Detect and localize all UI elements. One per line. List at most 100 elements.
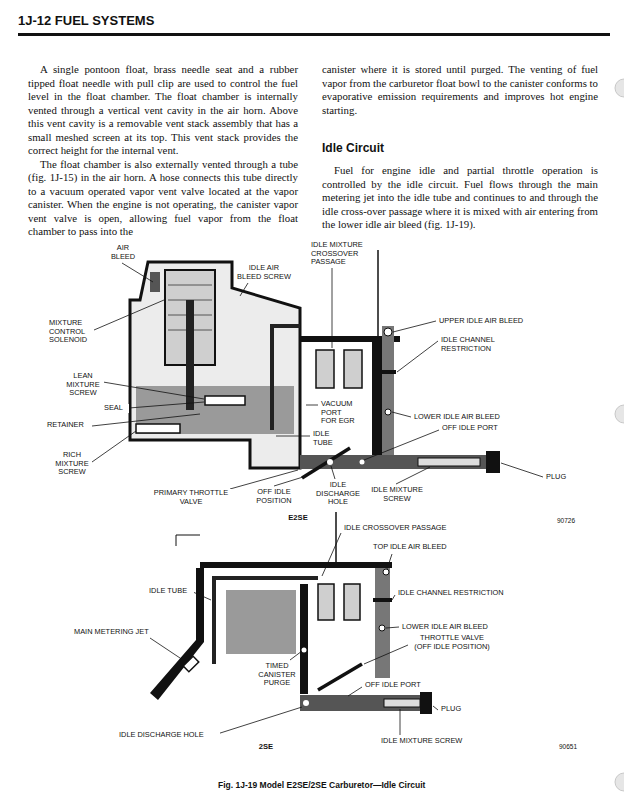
carburetor-e2se <box>377 250 379 336</box>
figure-caption: Fig. 1J-19 Model E2SE/2SE Carburetor—Idl… <box>218 780 425 790</box>
callout-label: LEAN MIXTURE SCREW <box>62 372 104 398</box>
callout-label: MIXTURE CONTROL SOLENOID <box>48 319 94 345</box>
leader-line <box>150 638 186 662</box>
carburetor-2se <box>335 512 337 562</box>
carburetor-e2se <box>385 409 391 415</box>
carburetor-2se <box>383 569 389 575</box>
leader-line <box>122 263 153 282</box>
callout-label: SEAL <box>103 404 129 413</box>
leader-line <box>290 651 302 660</box>
callout-label: OFF IDLE POSITION <box>251 488 297 505</box>
leader-line <box>331 466 335 479</box>
carburetor-e2se <box>372 342 382 468</box>
leader-line <box>276 436 310 437</box>
callout-label: IDLE CHANNEL RESTRICTION <box>440 336 500 353</box>
leader-line <box>92 431 136 462</box>
carburetor-2se <box>318 664 362 690</box>
figure-number: 90651 <box>558 743 596 751</box>
carburetor-e2se <box>272 326 300 430</box>
callout-label: PLUG <box>545 473 573 482</box>
carburetor-e2se <box>150 272 160 292</box>
carburetor-2se <box>300 695 425 711</box>
callout-label: RICH MIXTURE SCREW <box>52 451 92 477</box>
callout-label: IDLE CHANNEL RESTRICTION <box>397 589 519 598</box>
body-paragraph: Fuel for engine idle and partial throttl… <box>322 164 598 232</box>
leader-line <box>214 707 302 735</box>
carburetor-2se <box>183 656 199 672</box>
leader-line <box>393 321 436 332</box>
leader-line <box>386 627 399 628</box>
callout-label: AIR BLEED <box>106 244 140 261</box>
carburetor-2se <box>176 535 200 546</box>
carburetor-2se <box>226 590 296 654</box>
model-label: E2SE <box>282 514 314 523</box>
body-paragraph: canister where it is stored until purged… <box>322 63 598 117</box>
carburetor-2se <box>200 562 392 568</box>
leader-line <box>230 470 298 489</box>
carburetor-2se <box>302 648 307 653</box>
callout-label: IDLE DISCHARGE HOLE <box>312 481 364 507</box>
callout-label: LOWER IDLE AIR BLEED <box>401 623 503 632</box>
leader-line <box>322 533 341 576</box>
binder-hole <box>615 773 624 791</box>
carburetor-e2se <box>384 328 392 336</box>
model-label: 2SE <box>250 743 282 752</box>
carburetor-e2se <box>382 326 394 458</box>
carburetor-2se <box>379 625 385 631</box>
leader-line <box>129 402 204 408</box>
carburetor-e2se <box>186 300 194 410</box>
leader-line <box>364 430 439 460</box>
section-heading: Idle Circuit <box>322 141 598 155</box>
callout-label: IDLE TUBE <box>312 430 340 447</box>
callout-label: THROTTLE VALVE (OFF IDLE POSITION) <box>410 634 494 651</box>
header-rule <box>18 33 610 36</box>
leader-line <box>348 687 362 696</box>
carburetor-e2se <box>327 459 333 465</box>
carburetor-e2se <box>130 262 300 468</box>
leader-line <box>387 554 392 569</box>
carburetor-e2se <box>344 350 362 388</box>
leader-line <box>103 382 204 399</box>
callout-label: LOWER IDLE AIR BLEED <box>413 413 515 422</box>
callout-label: PLUG <box>440 705 468 714</box>
callout-label: IDLE TUBE <box>148 587 194 596</box>
leader-line <box>274 477 303 486</box>
carburetor-2se <box>303 700 309 706</box>
body-paragraph: The float chamber is also externally ven… <box>28 158 298 239</box>
leader-line <box>364 645 408 664</box>
carburetor-2se <box>318 584 334 620</box>
callout-label: IDLE AIR BLEED SCREW <box>236 264 292 281</box>
carburetor-e2se <box>316 350 334 388</box>
carburetor-2se <box>344 584 360 620</box>
callout-label: IDLE DISCHARGE HOLE <box>118 731 220 740</box>
callout-label: IDLE MIXTURE SCREW <box>380 737 482 746</box>
leader-line <box>332 268 333 348</box>
callout-label: TIMED CANISTER PURGE <box>254 662 300 688</box>
carburetor-2se <box>300 584 308 694</box>
leader-line <box>92 414 200 426</box>
leader-line <box>306 405 318 406</box>
leader-line <box>150 533 438 735</box>
carburetor-e2se <box>168 285 212 286</box>
carburetor-e2se <box>486 451 500 473</box>
carburetor-2se <box>375 568 390 678</box>
leader-line <box>396 467 430 484</box>
carburetor-e2se <box>136 424 180 433</box>
callout-label: IDLE CROSSOVER PASSAGE <box>343 524 455 533</box>
figure-number: 90726 <box>556 517 594 525</box>
leader-line <box>400 709 401 735</box>
carburetor-e2se <box>300 455 490 469</box>
callout-label: IDLE MIXTURE CROSSOVER PASSAGE <box>310 241 368 267</box>
text-column: canister where it is stored until purged… <box>322 63 598 232</box>
carburetor-2se <box>384 699 420 707</box>
carburetor-e2se <box>130 250 500 478</box>
callout-label: VACUUM PORT FOR EGR <box>320 400 358 426</box>
carburetor-e2se <box>205 396 245 405</box>
callout-label: TOP IDLE AIR BLEED <box>372 543 464 552</box>
carburetor-e2se <box>302 448 350 478</box>
binder-hole <box>615 405 624 423</box>
page-header: 1J-12 FUEL SYSTEMS <box>18 13 154 28</box>
leader-line <box>92 263 543 489</box>
leader-line <box>240 283 248 296</box>
